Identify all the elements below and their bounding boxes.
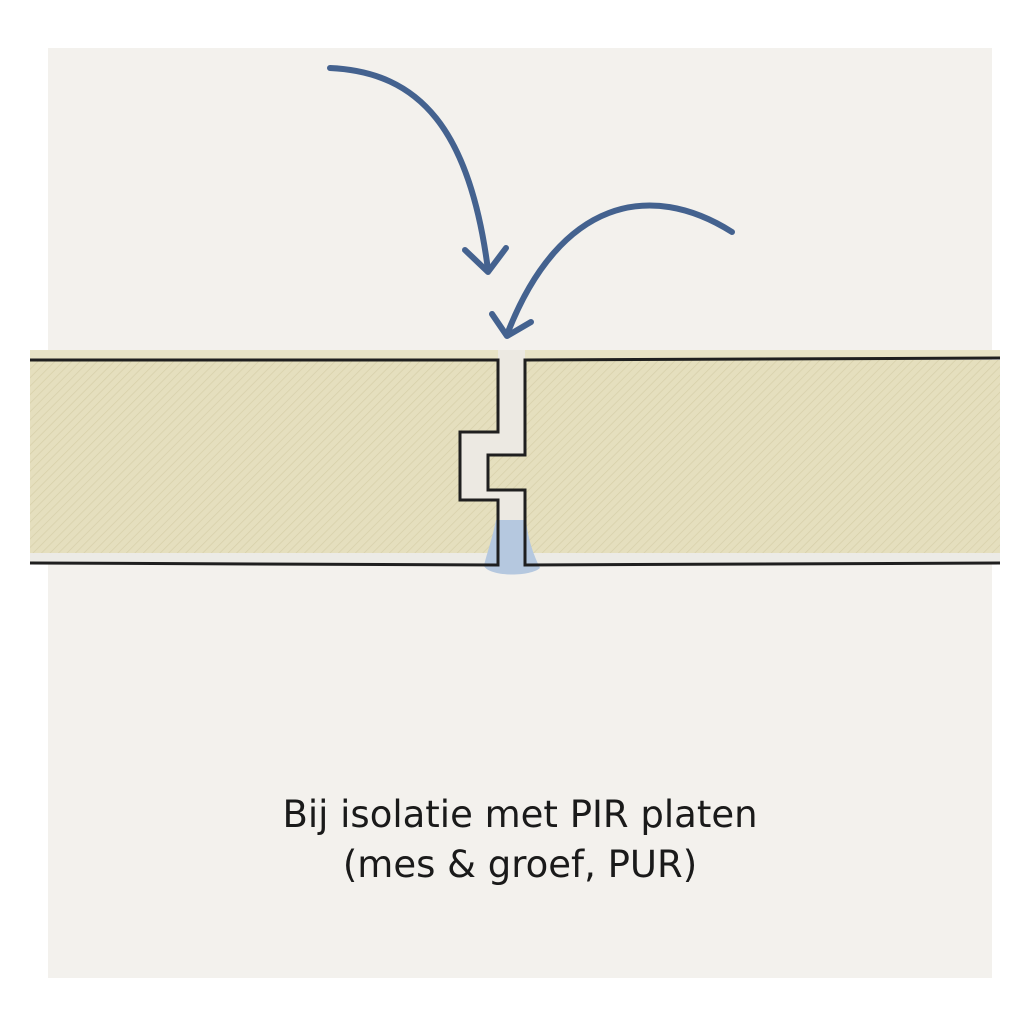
right-board-bottom-facing — [525, 553, 1000, 563]
left-board-bottom-facing — [30, 553, 498, 563]
arrow-down-icon — [327, 65, 491, 273]
arrow-down-head — [462, 245, 509, 275]
caption-line-2: (mes & groef, PUR) — [342, 843, 698, 886]
left-pir-board — [30, 360, 498, 553]
diagram-caption: Bij isolatie met PIR platen (mes & groef… — [48, 790, 992, 890]
arrow-curved-head — [489, 311, 534, 339]
right-board-top-facing — [525, 350, 1000, 359]
joint-gap — [460, 350, 525, 565]
left-board-top-edge — [29, 358, 500, 567]
caption-line-1: Bij isolatie met PIR platen — [282, 793, 758, 836]
right-board-outline — [486, 356, 1001, 567]
arrow-curved-icon — [505, 202, 735, 335]
left-board-top-facing — [30, 350, 498, 359]
right-pir-board — [488, 360, 1000, 553]
